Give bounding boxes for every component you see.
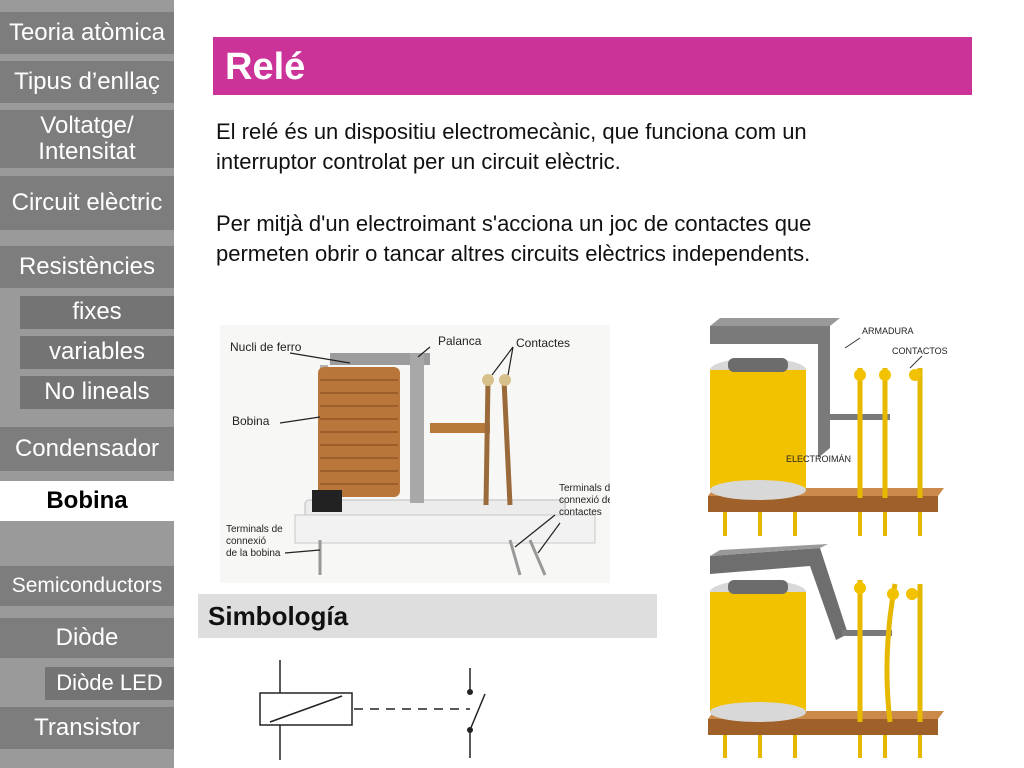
nav-label: No lineals [44, 378, 150, 406]
nav-label: Diòde [55, 623, 119, 651]
coil-electroimant [710, 592, 806, 712]
label-bobina: Bobina [232, 414, 270, 428]
contact [906, 588, 918, 600]
contact [879, 369, 891, 381]
label-palanca: Palanca [438, 334, 482, 348]
nav-label: Condensador [14, 434, 160, 462]
contact [854, 582, 866, 594]
nav-label: Resistències [18, 252, 156, 280]
nav-diode[interactable]: Diòde [0, 618, 174, 658]
nav-label: Diòde LED [56, 670, 163, 696]
nav-resistencies[interactable]: Resistències [0, 246, 174, 288]
nav-label: Circuit elèctric [11, 188, 163, 216]
relay-diagram-open: ARMADURA CONTACTOS ELECTROIMÁN [708, 318, 948, 536]
nav-voltatge-intensitat[interactable]: Voltatge/ Intensitat [0, 110, 174, 168]
contact [909, 369, 921, 381]
nav-label: Tipus d’enllaç [14, 67, 160, 95]
nav-bobina-active[interactable]: Bobina [0, 481, 174, 521]
contact [499, 374, 511, 386]
label-contactos: CONTACTOS [892, 346, 948, 356]
nav-variables[interactable]: variables [20, 336, 174, 369]
label-term-bobina-1: Terminals de [226, 524, 283, 535]
symbology-title: Simbología [208, 601, 349, 631]
intro-paragraph: El relé és un dispositiu electromecànic,… [216, 117, 956, 177]
nav-transistor[interactable]: Transistor [0, 707, 174, 749]
nav-label: Teoria atòmica [8, 18, 166, 46]
label-nucli: Nucli de ferro [230, 340, 302, 354]
label-contactes: Contactes [516, 336, 570, 350]
nav-teoria-atomica[interactable]: Teoria atòmica [0, 12, 174, 54]
second-paragraph: Per mitjà d'un electroimant s'acciona un… [216, 209, 956, 269]
contact [482, 374, 494, 386]
nav-no-lineals[interactable]: No lineals [20, 376, 174, 409]
nav-circuit-electric[interactable]: Circuit elèctric [0, 176, 174, 230]
symbology-header: Simbología [198, 594, 657, 638]
relay-diagram-closed [708, 544, 944, 758]
contact [854, 369, 866, 381]
label-term-cont-1: Terminals de [559, 483, 610, 494]
nav-fixes[interactable]: fixes [20, 296, 174, 329]
label-term-bobina-3: de la bobina [226, 548, 281, 559]
label-term-bobina-2: connexió [226, 536, 266, 547]
paragraph-line: Per mitjà d'un electroimant s'acciona un… [216, 211, 812, 236]
nav-condensador[interactable]: Condensador [0, 427, 174, 471]
paragraph-line: permeten obrir o tancar altres circuits … [216, 241, 811, 266]
page-title: Relé [225, 46, 306, 88]
base [708, 496, 938, 512]
armature [710, 548, 848, 640]
nav-label: fixes [72, 298, 122, 326]
coil-symbol [259, 692, 353, 726]
paragraph-line: interruptor controlat per un circuit elè… [216, 149, 621, 174]
nav-label: Transistor [34, 713, 140, 741]
relay-symbol [259, 660, 486, 760]
nav-label: Bobina [46, 486, 128, 514]
nav-semiconductors[interactable]: Semiconductors [0, 566, 174, 606]
relay-photo-illustration: Nucli de ferro Palanca Contactes Bobina … [220, 325, 610, 583]
nav-label: Semiconductors [11, 574, 163, 598]
lever-palanca [430, 423, 490, 433]
switch-symbol [469, 693, 486, 731]
coil-electroimant [710, 370, 806, 490]
label-armadura: ARMADURA [862, 326, 914, 336]
nav-label-line1: Voltatge/ [40, 111, 134, 139]
nav-label-line2: Intensitat [38, 138, 136, 165]
label-term-cont-3: contactes [559, 507, 602, 518]
contact [887, 588, 899, 600]
nav-label: variables [48, 338, 146, 366]
label-electroiman: ELECTROIMÁN [786, 454, 851, 464]
title-bar: Relé [213, 37, 972, 95]
base [708, 719, 938, 735]
sidebar: Teoria atòmica Tipus d’enllaç Voltatge/ … [0, 0, 174, 768]
armature [710, 326, 830, 458]
nav-diode-led[interactable]: Diòde LED [45, 667, 174, 700]
label-term-cont-2: connexió dels [559, 495, 610, 506]
iron-core [330, 353, 430, 365]
nav-tipus-enllac[interactable]: Tipus d’enllaç [0, 61, 174, 103]
paragraph-line: El relé és un dispositiu electromecànic,… [216, 119, 807, 144]
